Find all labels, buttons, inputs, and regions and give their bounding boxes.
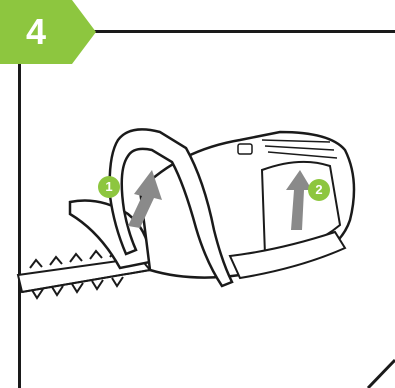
- callout-1-label: 1: [99, 177, 119, 197]
- switch-button: [238, 144, 252, 154]
- corner-line: [368, 360, 395, 388]
- callout-2-label: 2: [309, 180, 329, 200]
